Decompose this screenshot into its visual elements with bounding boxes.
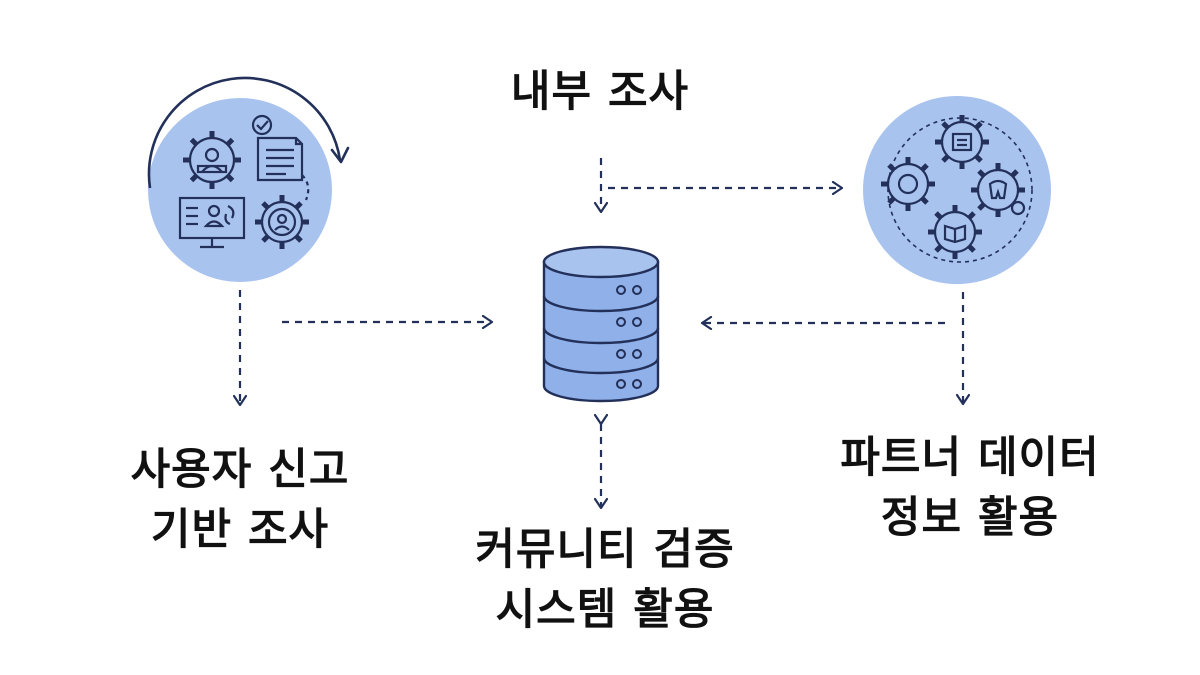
label-community-line1: 커뮤니티 검증 bbox=[475, 525, 735, 575]
user-node-circle bbox=[148, 98, 332, 282]
gear-icon bbox=[881, 157, 935, 211]
monitor-user-icon bbox=[178, 196, 246, 249]
gear-tooth-icon bbox=[971, 163, 1026, 217]
label-internal-investigation: 내부 조사 bbox=[400, 62, 800, 122]
circular-arrow-icon bbox=[147, 76, 342, 189]
gear-person-icon bbox=[183, 131, 241, 189]
circular-arrowhead bbox=[330, 146, 350, 164]
partner-data-node bbox=[863, 96, 1051, 284]
label-partner-line1: 파트너 데이터 bbox=[840, 433, 1100, 483]
user-report-node bbox=[147, 76, 350, 282]
gear-document-icon bbox=[935, 115, 989, 169]
label-community-verification: 커뮤니티 검증 시스템 활용 bbox=[395, 520, 815, 640]
document-check-icon bbox=[251, 114, 310, 201]
gear-user-icon bbox=[255, 195, 309, 249]
label-internal-line1: 내부 조사 bbox=[510, 67, 690, 117]
label-user-report-investigation: 사용자 신고 기반 조사 bbox=[30, 440, 450, 560]
label-user-line1: 사용자 신고 bbox=[130, 445, 350, 495]
label-user-line2: 기반 조사 bbox=[150, 505, 330, 555]
gear-book-icon bbox=[928, 205, 982, 259]
label-community-line2: 시스템 활용 bbox=[495, 585, 715, 635]
label-partner-data: 파트너 데이터 정보 활용 bbox=[760, 428, 1180, 548]
label-partner-line2: 정보 활용 bbox=[880, 493, 1060, 543]
database-icon bbox=[542, 245, 660, 403]
partner-node-circle bbox=[863, 96, 1051, 284]
